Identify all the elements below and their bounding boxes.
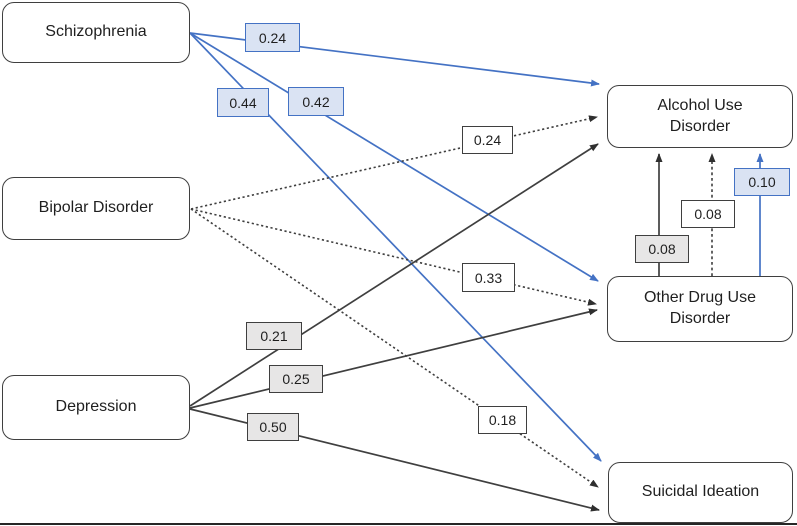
figure-bottom-border	[0, 523, 797, 525]
weight-depression-other-drug: 0.25	[269, 365, 323, 393]
weight-depression-alcohol: 0.21	[246, 322, 302, 350]
edge-bipolar-other-drug	[190, 208, 597, 306]
weight-schizophrenia-other-drug: 0.42	[288, 87, 344, 116]
node-bipolar-disorder: Bipolar Disorder	[2, 177, 190, 240]
node-depression-label: Depression	[55, 398, 137, 416]
weight-schizophrenia-alcohol: 0.24	[245, 23, 300, 52]
weight-bipolar-other-drug: 0.33	[462, 263, 515, 292]
node-other-drug-use-disorder: Other Drug Use Disorder	[607, 276, 793, 342]
edge-schizophrenia-other-drug	[189, 32, 599, 282]
node-alcohol-use-disorder: Alcohol Use Disorder	[607, 85, 793, 148]
node-schizophrenia-label: Schizophrenia	[45, 23, 147, 41]
edge-depression-alcohol	[189, 143, 599, 407]
edge-depression-other-drug	[189, 308, 598, 409]
weight-other-drug-alcohol-solid: 0.08	[635, 235, 689, 263]
node-schizophrenia: Schizophrenia	[2, 2, 190, 63]
weight-depression-suicidal: 0.50	[247, 413, 299, 441]
node-bipolar-disorder-label: Bipolar Disorder	[38, 199, 154, 217]
weight-bipolar-suicidal: 0.18	[478, 406, 527, 434]
node-depression: Depression	[2, 375, 190, 440]
weight-other-drug-alcohol-blue: 0.10	[734, 168, 790, 196]
node-alcohol-use-disorder-label: Alcohol Use Disorder	[657, 96, 743, 135]
edge-bipolar-alcohol	[190, 115, 598, 210]
node-other-drug-use-disorder-label: Other Drug Use Disorder	[643, 289, 757, 327]
edge-bipolar-suicidal	[190, 208, 599, 488]
weight-bipolar-alcohol: 0.24	[462, 126, 513, 154]
weight-other-drug-alcohol-dashed: 0.08	[681, 200, 735, 228]
node-suicidal-ideation: Suicidal Ideation	[608, 462, 793, 523]
weight-schizophrenia-suicidal: 0.44	[217, 88, 269, 117]
node-suicidal-ideation-label: Suicidal Ideation	[641, 483, 760, 501]
